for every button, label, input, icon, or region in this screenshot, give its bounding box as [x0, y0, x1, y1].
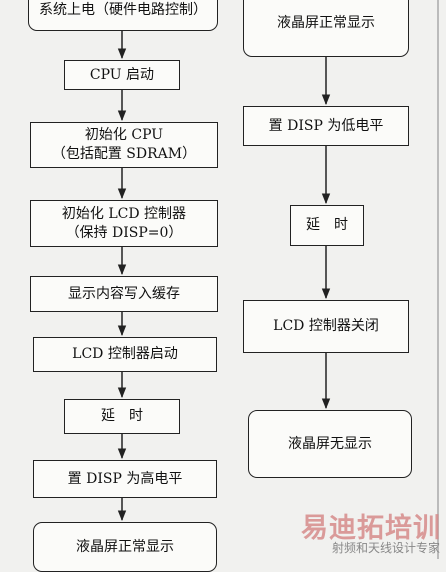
node-label: LCD 控制器启动	[72, 346, 178, 362]
node-label: LCD 控制器关闭	[273, 318, 379, 334]
node-label: 液晶屏无显示	[288, 435, 372, 452]
node-lcd-controller-start: LCD 控制器启动	[33, 337, 217, 372]
node-lcd-controller-off: LCD 控制器关闭	[243, 300, 409, 353]
node-label: 初始化 LCD 控制器	[61, 205, 187, 222]
node-init-lcd: 初始化 LCD 控制器 （保持 DISP=0）	[30, 200, 218, 247]
right-frame-border	[437, 0, 439, 559]
node-label: 置 DISP 为高电平	[67, 470, 183, 487]
node-cpu-start: CPU 启动	[64, 60, 180, 90]
node-label: 延 时	[306, 217, 348, 233]
node-display-none: 液晶屏无显示	[248, 410, 412, 478]
node-init-cpu: 初始化 CPU （包括配置 SDRAM）	[30, 122, 218, 168]
node-label: 显示内容写入缓存	[68, 285, 180, 302]
node-label: CPU 启动	[89, 66, 155, 83]
node-label: 系统上电（硬件电路控制）	[39, 2, 207, 18]
node-disp-low: 置 DISP 为低电平	[243, 106, 409, 146]
watermark-logo: 易迪拓培训	[301, 513, 441, 544]
node-label: 液晶屏正常显示	[277, 15, 375, 31]
node-display-normal-right: 液晶屏正常显示	[243, 0, 409, 57]
flowchart-canvas: 系统上电（硬件电路控制） CPU 启动 初始化 CPU （包括配置 SDRAM）…	[28, 0, 441, 572]
node-write-buffer: 显示内容写入缓存	[30, 276, 218, 312]
node-label-line2: （包括配置 SDRAM）	[51, 146, 197, 162]
node-label: 置 DISP 为低电平	[268, 117, 384, 134]
node-label: 初始化 CPU	[84, 127, 164, 143]
node-label: 延 时	[101, 408, 143, 424]
node-label: 液晶屏正常显示	[76, 538, 174, 555]
node-label-line2: （保持 DISP=0）	[65, 224, 183, 241]
node-disp-high: 置 DISP 为高电平	[33, 460, 217, 498]
connector-layer	[117, 31, 331, 522]
node-display-normal-left: 液晶屏正常显示	[33, 522, 217, 572]
node-delay-left: 延 时	[64, 399, 180, 434]
watermark-tagline: 射频和天线设计专家	[331, 541, 440, 555]
node-power-on: 系统上电（硬件电路控制）	[28, 0, 218, 31]
node-delay-right: 延 时	[290, 205, 364, 246]
